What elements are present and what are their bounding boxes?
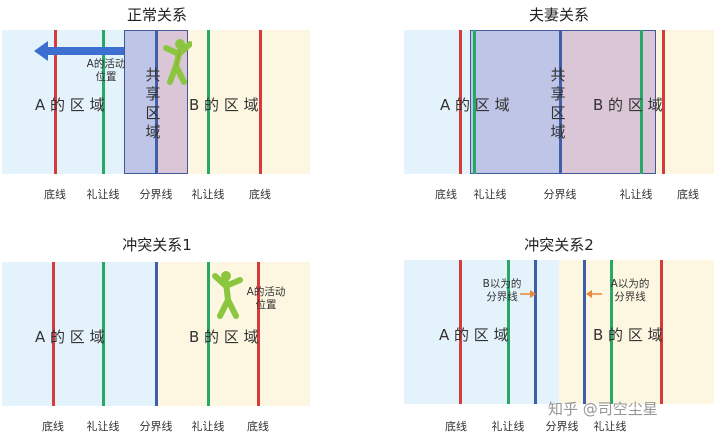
baseline-a bbox=[52, 262, 55, 406]
region-a-label: A 的 区 域 bbox=[440, 94, 720, 115]
baseline-b bbox=[660, 260, 663, 404]
panel-conflict-1: 冲突关系1 A 的 区 域 B 的 区 域 A的活动 位置 底线 礼让线 分界线… bbox=[2, 230, 312, 445]
baseline-a bbox=[459, 260, 462, 404]
baseline-label: 底线 bbox=[435, 188, 457, 201]
panel-title: 冲突关系1 bbox=[122, 236, 192, 254]
courtesy-line-b bbox=[640, 30, 643, 174]
shared-region-label: 共享区域 bbox=[145, 66, 161, 141]
courtesy-label: 礼让线 bbox=[473, 188, 507, 201]
courtesy-label: 礼让线 bbox=[191, 188, 225, 201]
a-perceived-note: A以为的 分界线 bbox=[610, 278, 650, 303]
left-arrow-icon bbox=[34, 41, 124, 61]
courtesy-line-a bbox=[507, 260, 510, 404]
baseline-label: 底线 bbox=[445, 420, 467, 433]
panel-conflict-2: 冲突关系2 A 的 区 域 B 的 区 域 B以为的 分界线 A以为的 分界线 … bbox=[404, 230, 714, 445]
courtesy-line-a bbox=[473, 30, 476, 174]
divider-line bbox=[155, 30, 158, 174]
diagram-stage: A 的 区 域 B 的 区 域 共享区域 A的活动 位置 bbox=[2, 30, 312, 174]
baseline-label: 底线 bbox=[249, 188, 271, 201]
courtesy-label: 礼让线 bbox=[86, 420, 120, 433]
watermark: 知乎 @司空尘星 bbox=[548, 400, 658, 418]
activity-note: A的活动 位置 bbox=[246, 286, 286, 311]
region-b-label: B 的 区 域 bbox=[189, 96, 259, 114]
region-a-label: A 的 区 域 bbox=[35, 96, 105, 114]
diagram-stage: A 的 区 域 B 的 区 域 A的活动 位置 bbox=[2, 262, 312, 406]
courtesy-line-a bbox=[102, 30, 105, 174]
courtesy-label: 礼让线 bbox=[191, 420, 225, 433]
baseline-b bbox=[662, 30, 665, 174]
courtesy-label: 礼让线 bbox=[491, 420, 525, 433]
shared-zone-a-half bbox=[470, 30, 560, 174]
diagram-stage: A 的 区 域 B 的 区 域 B以为的 分界线 A以为的 分界线 bbox=[404, 260, 714, 404]
baseline-b bbox=[257, 262, 260, 406]
baseline-label: 底线 bbox=[44, 188, 66, 201]
divider-label: 分界线 bbox=[139, 420, 173, 433]
region-a-label: A 的 区 域 bbox=[35, 328, 105, 346]
divider-label: 分界线 bbox=[543, 188, 577, 201]
baseline-a bbox=[459, 30, 462, 174]
activity-note: A的活动 位置 bbox=[86, 58, 126, 83]
panel-title: 冲突关系2 bbox=[524, 236, 594, 254]
right-arrow-icon bbox=[520, 290, 536, 298]
divider-line bbox=[559, 30, 562, 174]
shared-region-label: 共享区域 bbox=[550, 66, 566, 141]
region-a-label: A 的 区 域 bbox=[439, 326, 509, 344]
region-a-text: A 的 区 域 bbox=[440, 96, 510, 114]
courtesy-label: 礼让线 bbox=[86, 188, 120, 201]
divider-label: 分界线 bbox=[545, 420, 579, 433]
shared-zone-a-half bbox=[124, 30, 155, 174]
courtesy-line-a bbox=[102, 262, 105, 406]
baseline-label: 底线 bbox=[247, 420, 269, 433]
b-perceived-note: B以为的 分界线 bbox=[482, 278, 522, 303]
panel-title: 夫妻关系 bbox=[528, 6, 589, 24]
courtesy-label: 礼让线 bbox=[619, 188, 653, 201]
courtesy-line-b bbox=[207, 30, 210, 174]
zone-a bbox=[2, 262, 156, 406]
divider-line bbox=[155, 262, 158, 406]
region-b-label: B 的 区 域 bbox=[593, 96, 663, 114]
person-icon bbox=[212, 271, 243, 319]
panel-married: 夫妻关系 A 的 区 域 B 的 区 域 共享区域 底线 礼让线 分界线 礼让线… bbox=[404, 0, 714, 215]
person-icon bbox=[163, 39, 192, 85]
courtesy-line-b bbox=[207, 262, 210, 406]
panel-title: 正常关系 bbox=[126, 6, 187, 24]
b-perceived-divider bbox=[534, 260, 537, 404]
region-b-label: B 的 区 域 bbox=[593, 326, 663, 344]
baseline-b bbox=[259, 30, 262, 174]
divider-label: 分界线 bbox=[139, 188, 173, 201]
panel-normal: 正常关系 A 的 区 域 B 的 区 域 共享区域 A的活动 位置 底线 礼让线… bbox=[2, 0, 312, 215]
region-b-label: B 的 区 域 bbox=[189, 328, 259, 346]
baseline-a bbox=[54, 30, 57, 174]
a-perceived-divider bbox=[583, 260, 586, 404]
baseline-label: 底线 bbox=[42, 420, 64, 433]
courtesy-label: 礼让线 bbox=[593, 420, 627, 433]
diagram-stage: A 的 区 域 B 的 区 域 共享区域 bbox=[404, 30, 714, 174]
courtesy-line-b bbox=[610, 260, 613, 404]
baseline-label: 底线 bbox=[677, 188, 699, 201]
left-arrow-icon bbox=[586, 290, 602, 298]
zone-a bbox=[404, 260, 559, 404]
